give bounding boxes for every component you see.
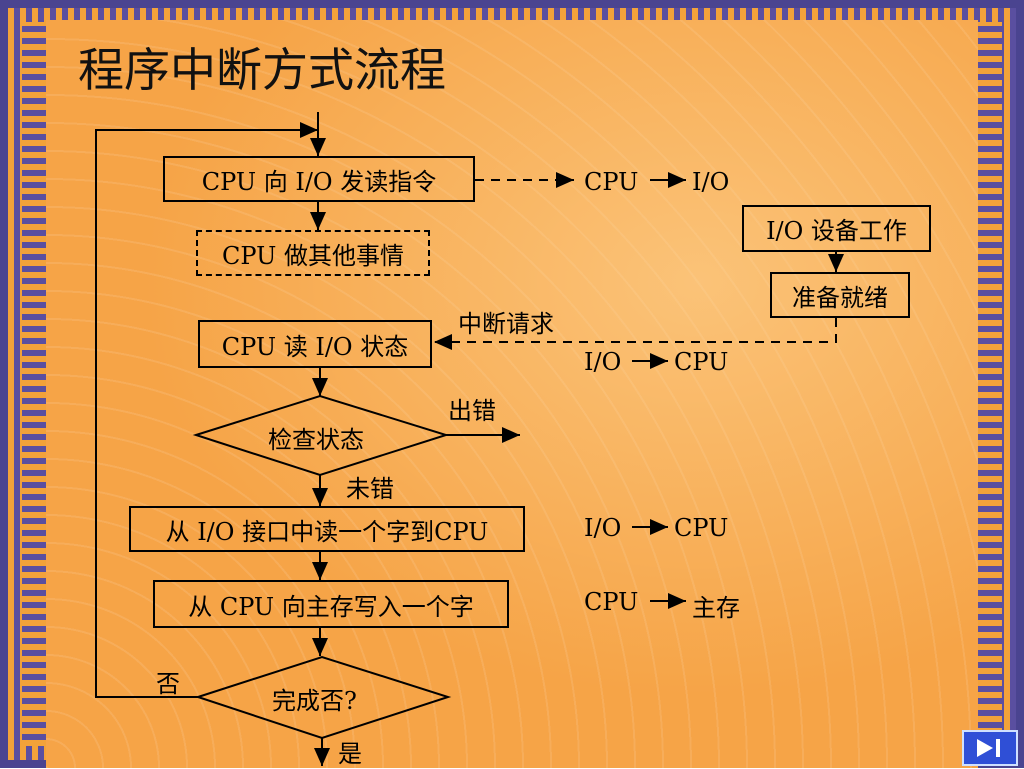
no-error-label: 未错 (346, 475, 394, 503)
done-label: 完成否? (272, 687, 357, 715)
next-slide-icon (977, 739, 1000, 757)
slide-title: 程序中断方式流程 (78, 43, 446, 97)
dashed-interrupt-arrow (434, 318, 837, 350)
check-status-diamond (192, 394, 450, 477)
device-working-box: I/O 设备工作 (742, 205, 931, 252)
read-word-box: 从 I/O 接口中读一个字到CPU (129, 506, 525, 552)
transfer-to-3: CPU (674, 514, 729, 542)
cpu-other-box: CPU 做其他事情 (196, 230, 430, 276)
error-label: 出错 (448, 397, 496, 425)
loop-back-line (95, 122, 318, 698)
transfer-from-3: I/O (584, 514, 622, 542)
transfer-from-2: I/O (584, 348, 622, 376)
no-label: 否 (156, 670, 180, 698)
send-command-box: CPU 向 I/O 发读指令 (163, 156, 475, 202)
transfer-to-1: I/O (692, 168, 730, 196)
transfer-to-2: CPU (674, 348, 729, 376)
transfer-from-4: CPU (584, 588, 639, 616)
transfer-to-4: 主存 (692, 594, 740, 622)
slide-canvas (46, 20, 978, 768)
check-status-label: 检查状态 (268, 426, 364, 454)
device-ready-box: 准备就绪 (770, 272, 910, 318)
write-word-box: 从 CPU 向主存写入一个字 (153, 580, 509, 628)
interrupt-request-label: 中断请求 (458, 310, 554, 338)
next-slide-button[interactable] (962, 730, 1018, 766)
read-status-box: CPU 读 I/O 状态 (198, 320, 432, 368)
done-diamond (194, 655, 452, 740)
transfer-from-1: CPU (584, 168, 639, 196)
yes-label: 是 (338, 740, 362, 768)
